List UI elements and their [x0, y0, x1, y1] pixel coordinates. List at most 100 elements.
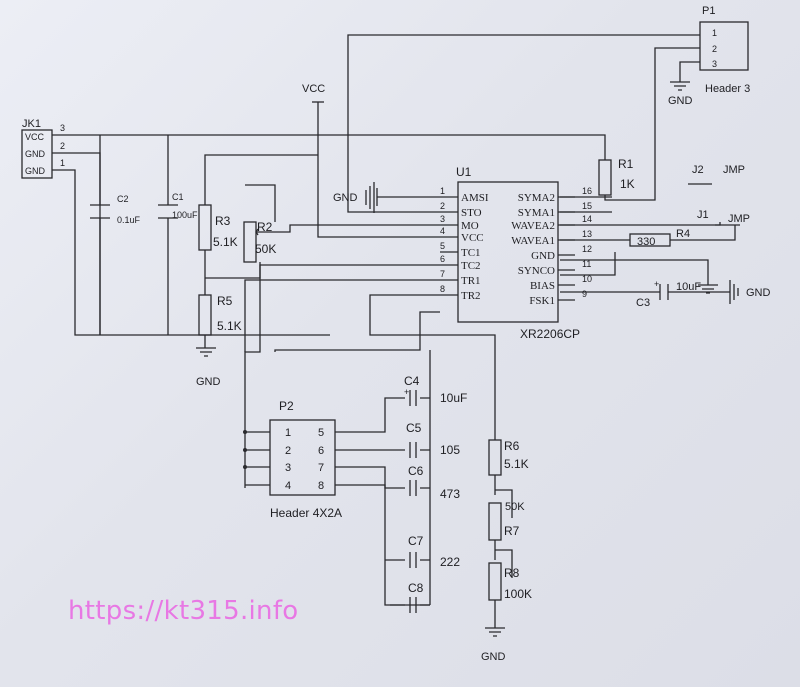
ic-right-pin-num-12: 12 [582, 244, 592, 254]
potentiometer-r2: R2 50K [243, 220, 276, 263]
wires [52, 34, 736, 628]
capacitor-c2: C2 0.1uF [90, 194, 141, 225]
jk1-pin2-num: 2 [60, 141, 65, 151]
u1-ref: U1 [456, 165, 472, 179]
p2-pin7: 7 [318, 462, 324, 474]
r6-value: 5.1K [504, 457, 529, 471]
p1-type: Header 3 [705, 83, 750, 95]
p2-pin6: 6 [318, 445, 324, 457]
jk1-ref: JK1 [22, 118, 41, 130]
resistor-r1: R1 1K [598, 157, 635, 196]
ic-left-pin-num-2: 2 [440, 201, 445, 211]
c3-value: 10uF [676, 281, 701, 293]
capacitor-c5: C5 105 [406, 421, 460, 458]
gnd-symbol-right: GND [729, 280, 771, 304]
watermark-url: https://kt315.info [68, 596, 299, 626]
ic-left-pin-num-7: 7 [440, 269, 445, 279]
gnd-label-bottom: GND [481, 651, 506, 663]
p1-pin1: 1 [712, 28, 717, 38]
ic-right-pin-num-14: 14 [582, 214, 592, 224]
resistor-r5: R5 5.1K [198, 294, 242, 336]
c3-plus: + [654, 279, 659, 289]
p2-pin2: 2 [285, 445, 291, 457]
connector-p2: P2 1 2 3 4 5 6 7 8 Header 4X2A [269, 399, 342, 520]
gnd-symbol-pin12 [698, 284, 718, 294]
ic-left-pin-name-1: AMSI [461, 192, 489, 204]
r1-value: 1K [620, 177, 635, 191]
r3-ref: R3 [215, 214, 231, 228]
c6-value: 473 [440, 487, 460, 501]
ic-right-pin-name-15: SYMA1 [518, 207, 555, 219]
resistor-r4: 330 R4 [629, 228, 690, 248]
r7-ref: R7 [504, 524, 520, 538]
jumper-j1: J1 JMP [697, 209, 750, 226]
ic-right-pin-num-16: 16 [582, 186, 592, 196]
connector-p1: P1 1 2 3 Header 3 [699, 5, 750, 95]
gnd-label-left: GND [196, 376, 221, 388]
ic-left-pin-num-5: 5 [440, 241, 445, 251]
ic-left-pin-name-3: MO [461, 220, 479, 232]
ic-u1: U1 XR2206CP [440, 165, 580, 341]
c7-ref: C7 [408, 534, 424, 548]
potentiometer-r8: R8 100K [488, 562, 532, 601]
c1-ref: C1 [172, 192, 184, 202]
r6-ref: R6 [504, 439, 520, 453]
ic-right-pin-num-10: 10 [582, 274, 592, 284]
gnd-symbol-left: GND [196, 347, 221, 388]
c8-ref: C8 [408, 581, 424, 595]
resistor-r6: R6 5.1K [488, 439, 529, 476]
ic-left-pin-name-7: TR1 [461, 275, 481, 287]
c2-ref: C2 [117, 194, 129, 204]
p2-type: Header 4X2A [270, 506, 342, 520]
ic-left-pin-name-8: TR2 [461, 290, 481, 302]
p2-pin8: 8 [318, 480, 324, 492]
ic-right-pin-name-9: FSK1 [529, 295, 555, 307]
resistor-r3: R3 5.1K [198, 204, 238, 251]
p2-pin3: 3 [285, 462, 291, 474]
p1-pin2: 2 [712, 44, 717, 54]
ic-left-pin-name-6: TC2 [461, 260, 481, 272]
p2-pin1: 1 [285, 427, 291, 439]
c5-ref: C5 [406, 421, 422, 435]
jk1-pin1-label: GND [25, 166, 46, 176]
capacitor-c3: + 10uF C3 [636, 279, 701, 309]
ic-right-pin-name-12: GND [531, 250, 555, 262]
ic-left-pin-num-4: 4 [440, 226, 445, 236]
r2-value: 50K [255, 242, 276, 256]
vcc-symbol: VCC [302, 83, 325, 103]
jk1-pin3-label: VCC [25, 132, 45, 142]
ic-left-pin-name-4: VCC [461, 232, 484, 244]
ic-right-pin-num-9: 9 [582, 289, 587, 299]
r3-value: 5.1K [213, 235, 238, 249]
c1-value: 100uF [172, 210, 198, 220]
c3-ref: C3 [636, 297, 650, 309]
vcc-label: VCC [302, 83, 325, 95]
c2-value: 0.1uF [117, 215, 141, 225]
p1-ref: P1 [702, 5, 715, 17]
ic-left-pin-num-1: 1 [440, 186, 445, 196]
ic-right-pin-num-11: 11 [582, 259, 591, 269]
gnd-symbol-bottom: GND [481, 627, 506, 663]
c7-value: 222 [440, 555, 460, 569]
r4-value: 330 [637, 236, 655, 248]
j2-ref: J2 [692, 164, 704, 176]
ic-right-pin-name-16: SYMA2 [518, 192, 555, 204]
gnd-label-pin1: GND [333, 192, 358, 204]
ic-left-pin-name-5: TC1 [461, 247, 481, 259]
gnd-label-p1: GND [668, 95, 693, 107]
capacitor-c7: C7 222 [408, 534, 460, 569]
r5-value: 5.1K [217, 319, 242, 333]
jumper-j2: J2 JMP [688, 164, 745, 185]
p2-pin5: 5 [318, 427, 324, 439]
c4-ref: C4 [404, 374, 420, 388]
gnd-label-right: GND [746, 287, 771, 299]
capacitor-c4: + C4 10uF [404, 374, 467, 406]
c6-ref: C6 [408, 464, 424, 478]
r5-ref: R5 [217, 294, 233, 308]
r8-value: 100K [504, 587, 532, 601]
r8-ref: R8 [504, 566, 520, 580]
p2-pin-dots [243, 430, 247, 469]
u1-part: XR2206CP [520, 327, 580, 341]
